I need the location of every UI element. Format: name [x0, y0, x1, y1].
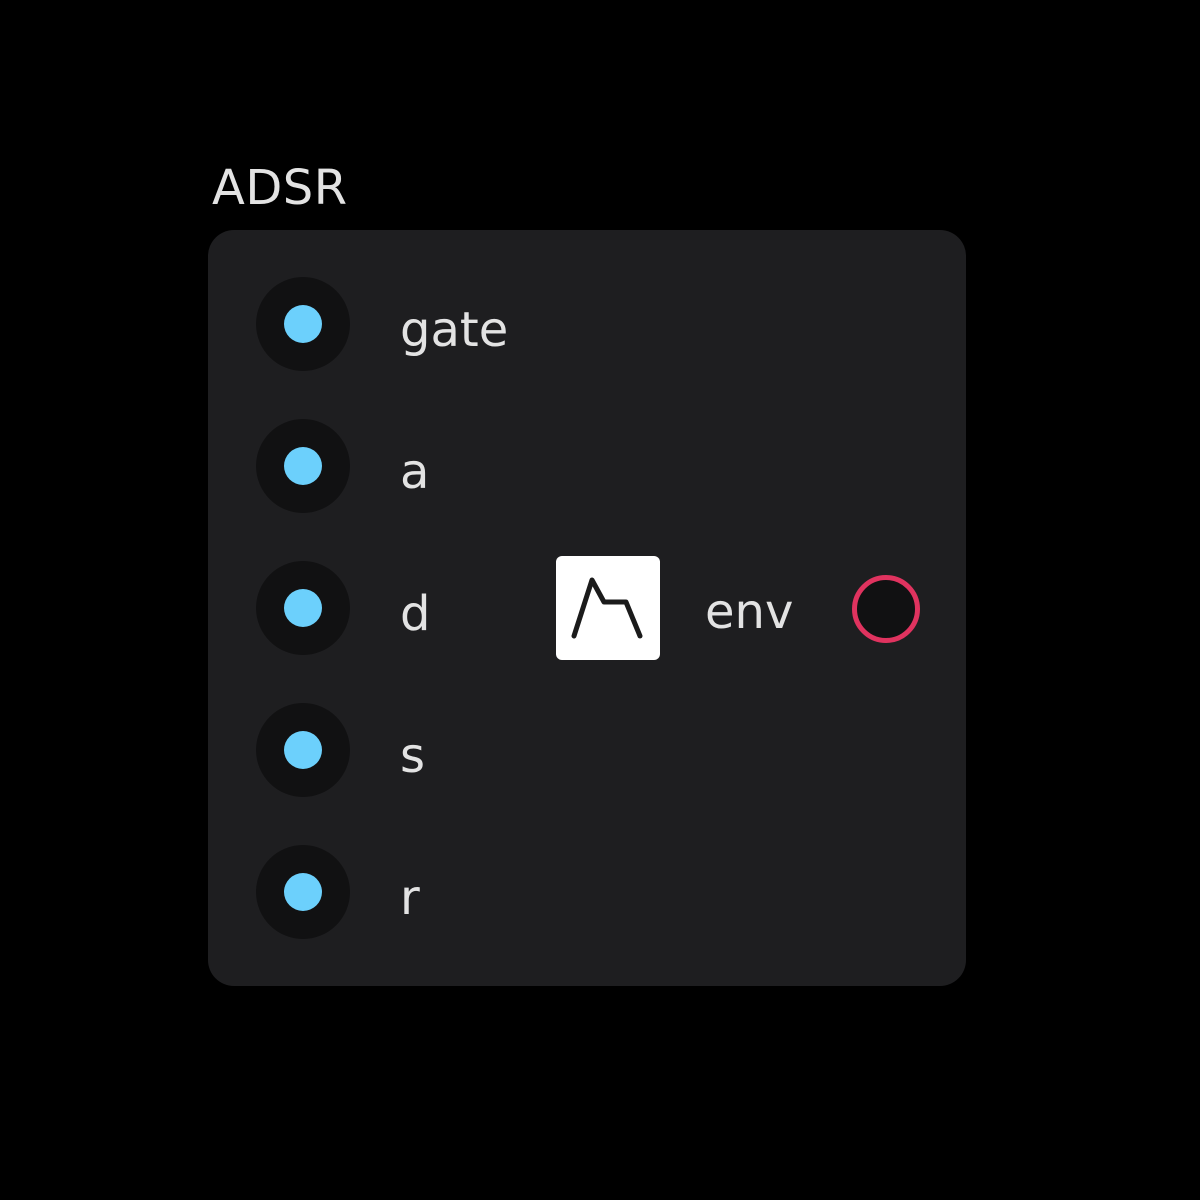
input-port-d[interactable]	[256, 561, 350, 655]
input-label-gate: gate	[400, 302, 509, 358]
input-label-r: r	[400, 870, 420, 926]
input-port-dot	[284, 873, 322, 911]
input-port-s[interactable]	[256, 703, 350, 797]
input-label-a: a	[400, 444, 430, 500]
input-port-dot	[284, 731, 322, 769]
envelope-icon-button[interactable]	[556, 556, 660, 660]
input-port-dot	[284, 305, 322, 343]
envelope-icon	[571, 577, 643, 639]
input-port-dot	[284, 589, 322, 627]
input-label-d: d	[400, 586, 431, 642]
input-port-dot	[284, 447, 322, 485]
node-title: ADSR	[212, 160, 348, 216]
output-label-env: env	[705, 584, 794, 640]
input-port-r[interactable]	[256, 845, 350, 939]
adsr-node-panel[interactable]: gate a d s r env	[208, 230, 966, 986]
input-port-gate[interactable]	[256, 277, 350, 371]
input-port-a[interactable]	[256, 419, 350, 513]
input-label-s: s	[400, 728, 426, 784]
output-port-env[interactable]	[852, 575, 920, 643]
